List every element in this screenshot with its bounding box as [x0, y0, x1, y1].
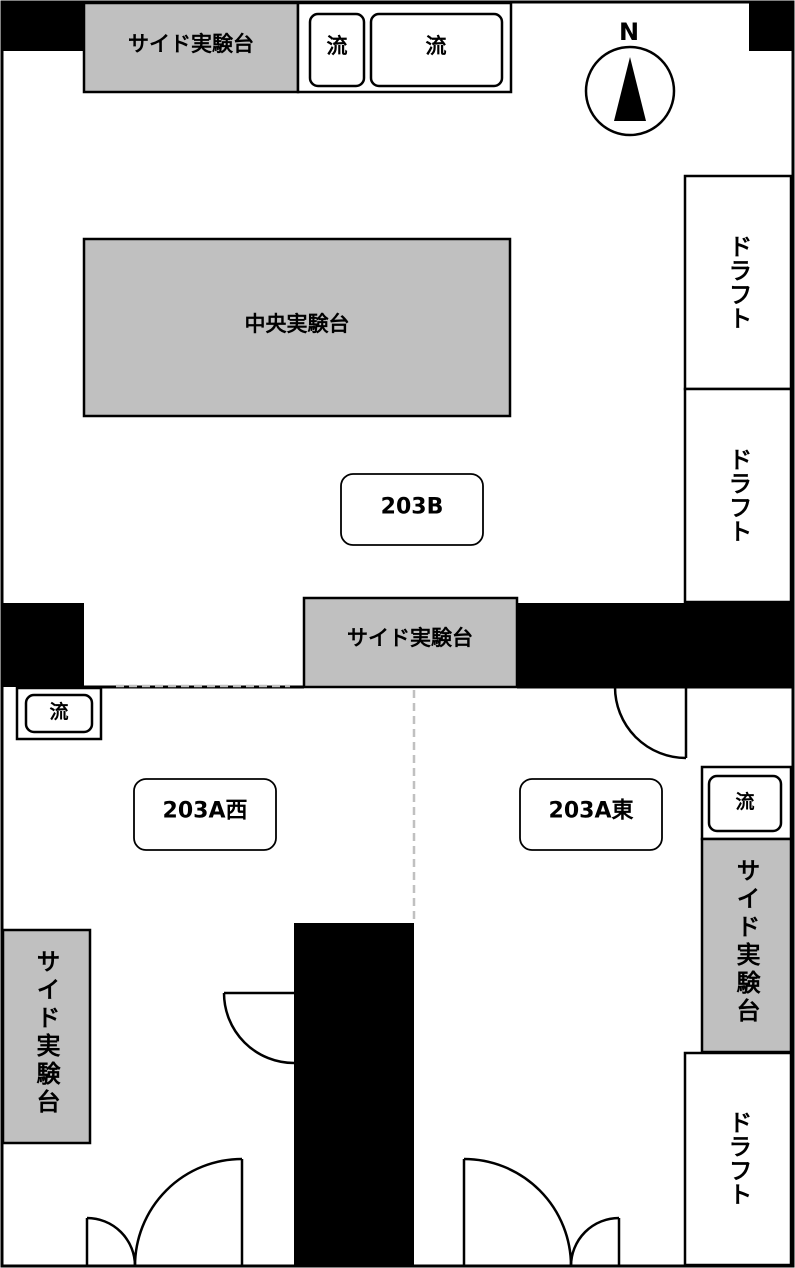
side-bench-middle: サイド実験台	[302, 596, 519, 689]
draft-upper-2: ドラフト	[683, 387, 793, 604]
room-label-203b: 203B	[340, 473, 484, 546]
side-bench-middle-label: サイド実験台	[347, 626, 473, 650]
room-203a-west-text: 203A西	[163, 799, 248, 824]
sink-west-label: 流	[49, 700, 68, 723]
side-bench-top-label: サイド実験台	[128, 32, 254, 56]
draft-upper-1-label: ドラフト	[724, 234, 752, 330]
draft-lower: ドラフト	[683, 1051, 793, 1267]
door-west-entrance[interactable]	[85, 1157, 244, 1267]
side-bench-west-label: サイド実験台	[32, 949, 60, 1117]
wall-block-mid-left	[2, 603, 84, 687]
wall-block-top-left	[2, 2, 84, 51]
north-arrow-icon: N	[584, 18, 676, 137]
sink-east: 流	[700, 765, 793, 841]
sink-unit-top: 流 流	[296, 1, 513, 94]
sink-top-small-label: 流	[327, 34, 348, 58]
north-label: N	[619, 18, 639, 46]
side-bench-east: サイド実験台	[700, 837, 793, 1054]
room-label-203a-east: 203A東	[519, 778, 663, 851]
central-bench: 中央実験台	[82, 237, 512, 418]
central-bench-label: 中央実験台	[245, 312, 350, 336]
wall-block-top-right	[749, 2, 793, 51]
wall-block-mid-right	[517, 603, 793, 687]
room-203a-east-text: 203A東	[549, 799, 634, 824]
draft-upper-2-label: ドラフト	[724, 447, 752, 543]
door-east-entrance[interactable]	[462, 1157, 621, 1267]
door-east-upper[interactable]	[613, 686, 688, 760]
side-bench-west: サイド実験台	[1, 928, 92, 1145]
side-bench-top: サイド実験台	[82, 1, 300, 94]
room-label-203a-west: 203A西	[133, 778, 277, 851]
draft-upper-1: ドラフト	[683, 174, 793, 391]
sink-east-label: 流	[735, 790, 754, 813]
sink-top-large-label: 流	[426, 34, 447, 58]
sink-west: 流	[15, 686, 103, 741]
draft-lower-label: ドラフト	[724, 1110, 752, 1206]
door-west-inner[interactable]	[222, 991, 295, 1065]
room-203b-text: 203B	[381, 495, 444, 520]
wall-block-lower-center	[294, 923, 414, 1266]
side-bench-east-label: サイド実験台	[732, 858, 760, 1026]
